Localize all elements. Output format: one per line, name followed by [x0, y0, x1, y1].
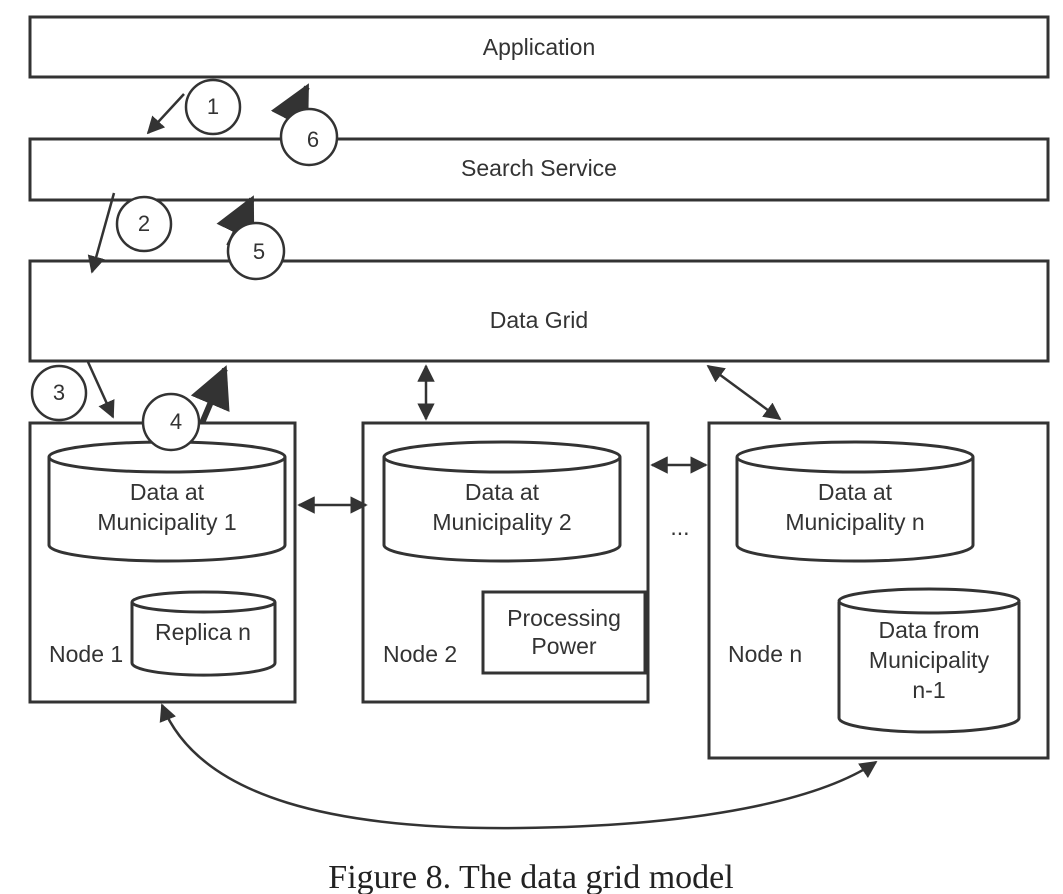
database-icon	[837, 587, 1021, 734]
node-1-db-line-2: Municipality 1	[97, 509, 236, 535]
database-icon	[735, 440, 975, 563]
svg-text:3: 3	[53, 380, 65, 405]
step-2-arrow	[87, 192, 116, 274]
step-2-badge: 2	[115, 195, 173, 253]
node-1-secondary-line-1: Replica n	[155, 619, 251, 645]
node-n-label: Node n	[728, 641, 802, 667]
data-grid-label: Data Grid	[490, 307, 588, 333]
node-2-db-line-1: Data at	[465, 479, 540, 505]
step-4-arrow	[190, 365, 230, 425]
application-label: Application	[483, 34, 596, 60]
grid-noden-arrow	[706, 364, 782, 421]
ellipsis: ...	[670, 514, 689, 540]
node-2-db-line-2: Municipality 2	[432, 509, 571, 535]
application-layer: Application	[28, 15, 1050, 79]
step-1-arrow	[146, 93, 185, 135]
node-1: Data at Municipality 1 Replica n Node 1	[28, 421, 297, 704]
step-1-badge: 1	[184, 78, 242, 136]
node-n: Data at Municipality n Data from Municip…	[707, 421, 1050, 760]
step-3-badge: 3	[30, 364, 88, 422]
svg-text:1: 1	[207, 94, 219, 119]
node-1-db-line-1: Data at	[130, 479, 205, 505]
search-service-layer: Search Service	[28, 137, 1050, 202]
search-service-label: Search Service	[461, 155, 617, 181]
node-2-label: Node 2	[383, 641, 457, 667]
svg-text:2: 2	[138, 211, 150, 236]
database-icon	[47, 440, 287, 563]
data-grid-layer: Data Grid	[28, 259, 1050, 363]
database-icon	[130, 590, 277, 677]
step-4-badge: 4	[141, 392, 201, 452]
node-n-db-line-2: Municipality n	[785, 509, 924, 535]
processing-power-box	[481, 590, 647, 675]
figure-caption: Figure 8. The data grid model	[328, 859, 733, 894]
node-n-secondary-line-2: Municipality	[869, 647, 990, 673]
node-2-secondary-line-1: Processing	[507, 605, 621, 631]
node-2-secondary-line-2: Power	[531, 633, 597, 659]
node-1-label: Node 1	[49, 641, 123, 667]
svg-text:5: 5	[253, 239, 265, 264]
node-2: Data at Municipality 2 Processing Power …	[361, 421, 650, 704]
node-n-db-line-1: Data at	[818, 479, 893, 505]
node1-noden-curved-arrow	[159, 703, 878, 830]
step-3-arrow	[86, 361, 115, 419]
step-5-badge: 5	[226, 221, 286, 281]
node-n-secondary-line-3: n-1	[912, 677, 945, 703]
step-6-badge: 6	[279, 107, 339, 167]
database-icon	[382, 440, 622, 563]
svg-text:6: 6	[307, 127, 319, 152]
node-n-secondary-line-1: Data from	[879, 617, 980, 643]
svg-text:4: 4	[170, 409, 182, 434]
